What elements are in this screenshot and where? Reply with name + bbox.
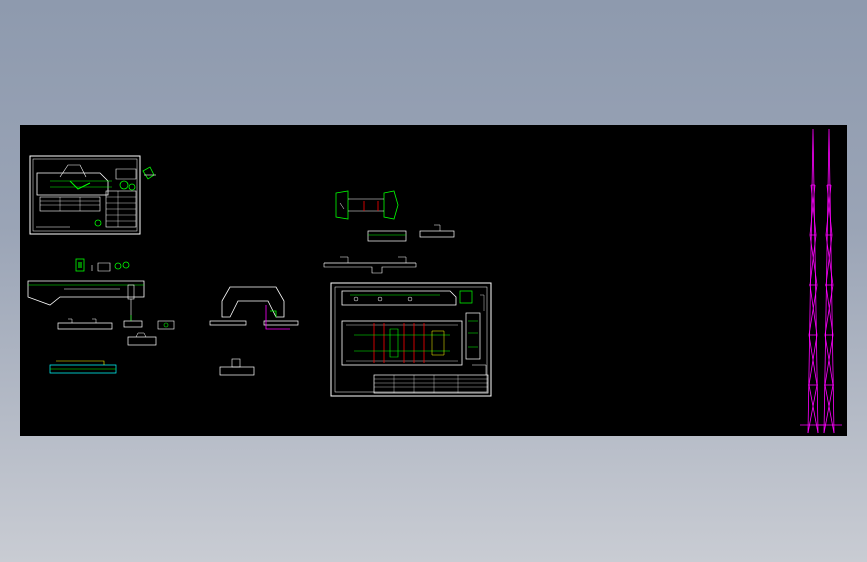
drawing-sheet-1	[29, 155, 141, 235]
lattice-tower-right	[818, 128, 842, 434]
drawing-sheet-main	[330, 282, 492, 397]
beam-elevation-left	[27, 280, 145, 321]
cad-drawing-canvas[interactable]	[20, 125, 847, 436]
cad-drawing-viewport[interactable]	[20, 125, 847, 436]
lattice-tower-left	[800, 128, 826, 434]
frame-side-elevation	[209, 286, 299, 376]
small-details-above-beam	[75, 258, 130, 272]
bracket-assembly-top	[335, 190, 455, 242]
section-views-middle	[323, 256, 417, 274]
beam-plan-views	[49, 315, 175, 374]
detail-green-bracket	[142, 166, 156, 180]
